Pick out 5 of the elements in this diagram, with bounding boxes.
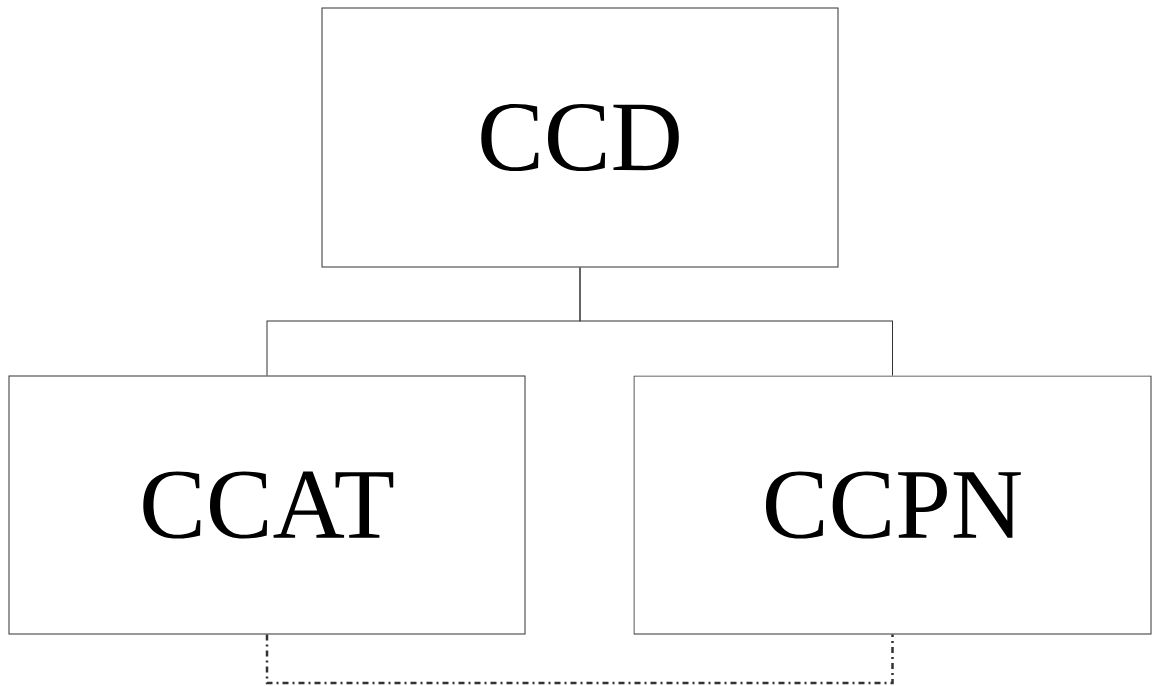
box: CCAT xyxy=(8,375,526,635)
box: CCD xyxy=(321,7,839,268)
connector xyxy=(265,634,894,685)
box: CCPN xyxy=(633,375,1152,635)
connector xyxy=(579,267,893,376)
